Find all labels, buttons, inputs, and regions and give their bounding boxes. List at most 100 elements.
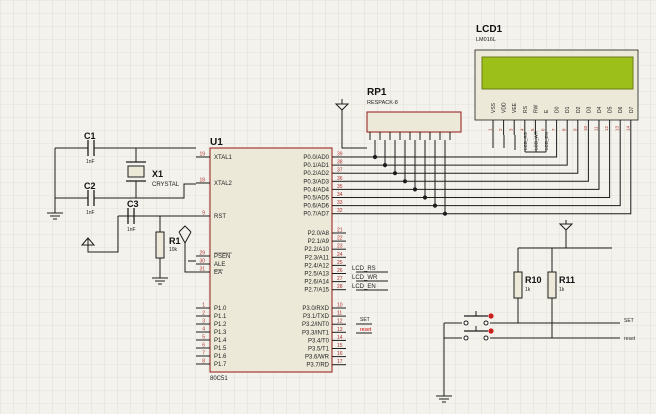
- lcd-lcd1[interactable]: LCD1 LM016L VSS1VDD2VEE3RS4RW5E6D07D18D2…: [474, 24, 639, 150]
- lcd-pin-number: 1: [488, 128, 493, 131]
- r11-ref: R11: [559, 275, 575, 285]
- lcd-control-net-label: LCD_WR: [533, 130, 538, 150]
- rp1-ref: RP1: [367, 87, 387, 98]
- u1-pin-name: P3.6/WR: [305, 355, 330, 361]
- u1-pin-name: EA: [214, 270, 222, 276]
- lcd-pin-number: 13: [615, 125, 620, 131]
- lcd-control-net-label: LCD_EN: [544, 132, 549, 150]
- u1-pin-name: P1.3: [214, 330, 227, 336]
- lcd-pin-number: 10: [583, 125, 588, 131]
- r10-ref: R10: [525, 275, 542, 285]
- crystal-x1[interactable]: X1 CRYSTAL: [126, 161, 180, 188]
- u1-pin-name: P2.1/A9: [308, 239, 330, 245]
- u1-pin-name: P3.2/INT0: [302, 322, 330, 328]
- u1-pin-number: 9: [202, 211, 205, 217]
- lcd-pin-name: RS: [523, 105, 529, 113]
- u1-pin-number: 13: [337, 327, 343, 333]
- lcd-screen: [481, 56, 634, 90]
- pushbutton-reset[interactable]: [463, 326, 494, 341]
- u1-pin-name: P3.4/T0: [308, 338, 330, 344]
- lcd-control-nets: LCD_RS LCD_WR LCD_EN: [352, 266, 378, 290]
- u1-ref: U1: [210, 137, 223, 148]
- resistor-pack-rp1[interactable]: RP1 RESPACK-8: [366, 87, 462, 140]
- junction-dot: [412, 187, 418, 192]
- lcd-pin-name: D1: [565, 106, 571, 113]
- u1-pin-name: P1.6: [214, 354, 227, 360]
- u1-right-pins: 39P0.0/AD038P0.1/AD137P0.2/AD236P0.3/AD3…: [302, 152, 346, 369]
- u1-pin-number: 37: [337, 168, 343, 174]
- u1-pin-number: 7: [202, 351, 205, 357]
- resistor-r1[interactable]: R1 10k: [155, 231, 181, 259]
- resistor-r11[interactable]: R11 1k: [547, 271, 575, 299]
- u1-pin-number: 31: [199, 267, 205, 273]
- u1-pin-number: 8: [202, 359, 205, 365]
- switch-nets: SET reset SET reset: [360, 317, 636, 342]
- pushbutton-set[interactable]: [463, 311, 494, 326]
- u1-pin-number: 23: [337, 244, 343, 250]
- u1-pin-number: 38: [337, 160, 343, 166]
- junction-dot: [442, 211, 448, 216]
- lcd-ref: LCD1: [476, 24, 503, 35]
- mcu-u1[interactable]: U1 80C51 19XTAL118XTAL29RST29PSEN30ALE31…: [196, 137, 346, 382]
- u1-pin-number: 22: [337, 236, 343, 242]
- lcd-pin-number: 4: [519, 128, 524, 131]
- u1-pin-name: P3.1/TXD: [303, 314, 330, 320]
- u1-pin-name: XTAL1: [214, 155, 233, 161]
- u1-pin-number: 5: [202, 335, 205, 341]
- resistor-r10[interactable]: R10 1k: [513, 271, 542, 299]
- u1-pin-number: 3: [202, 319, 205, 325]
- lcd-pin-number: 2: [498, 128, 503, 131]
- rp1-pins: [369, 132, 451, 140]
- u1-pin-name: P3.0/RXD: [302, 306, 329, 312]
- lcd-pin-name: RW: [533, 104, 539, 113]
- p0-bus-wire: [346, 135, 632, 215]
- p0-bus-wire: [346, 135, 621, 207]
- ground-symbols: [47, 212, 452, 403]
- u1-pin-number: 25: [337, 260, 343, 266]
- u1-pin-number: 26: [337, 268, 343, 274]
- u1-pin-number: 6: [202, 343, 205, 349]
- capacitor-c1[interactable]: C1 1nF: [80, 131, 101, 165]
- lcd-pin-name: D3: [586, 106, 592, 113]
- u1-pin-number: 28: [337, 284, 343, 290]
- u1-pin-name: P0.6/AD6: [303, 204, 329, 210]
- lcd-pin-name: D6: [618, 106, 624, 113]
- u1-pin-name: P1.4: [214, 338, 227, 344]
- u1-pin-name: P1.7: [214, 362, 227, 368]
- lcd-pin-number: 11: [594, 126, 599, 131]
- u1-pin-number: 27: [337, 276, 343, 282]
- u1-pin-name: P0.0/AD0: [303, 155, 329, 161]
- junction-dot: [392, 171, 398, 176]
- lcd-pin-name: VEE: [512, 102, 518, 113]
- p0-bus-wire: [346, 135, 568, 166]
- lcd-pin-number: 8: [562, 128, 567, 131]
- u1-pin-name: P2.5/A13: [304, 272, 329, 278]
- p0-bus-wire: [346, 135, 579, 174]
- u1-pin-number: 2: [202, 311, 205, 317]
- u1-pin-name: P0.1/AD1: [303, 163, 329, 169]
- lcd-pin-name: E: [544, 109, 550, 113]
- u1-pin-name: P0.3/AD3: [303, 179, 329, 185]
- u1-pin-name: P0.5/AD5: [303, 196, 329, 202]
- capacitor-c2[interactable]: C2 1nF: [80, 181, 101, 216]
- net-label-set-mcu: SET: [360, 317, 370, 323]
- lcd-pin-name: D0: [555, 106, 561, 113]
- junction-dot: [402, 179, 408, 184]
- u1-pin-name: P3.7/RD: [306, 363, 329, 369]
- u1-pin-number: 11: [337, 311, 342, 317]
- c1-ref: C1: [84, 131, 96, 141]
- lcd-pin-name: D4: [597, 106, 603, 113]
- u1-pin-name: P3.5/T1: [308, 347, 330, 353]
- junction-dot: [422, 195, 428, 200]
- u1-pin-number: 33: [337, 200, 343, 206]
- lcd-pin-number: 14: [625, 125, 630, 131]
- lcd-pin-number: 5: [530, 128, 535, 131]
- u1-pin-number: 35: [337, 184, 343, 190]
- u1-pin-name: XTAL2: [214, 181, 233, 187]
- capacitor-c3[interactable]: C3 1nF: [127, 199, 139, 233]
- u1-pin-number: 15: [337, 343, 343, 349]
- u1-pin-number: 29: [199, 251, 205, 257]
- lcd-pin-name: D7: [629, 106, 635, 113]
- c2-value: 1nF: [86, 210, 95, 216]
